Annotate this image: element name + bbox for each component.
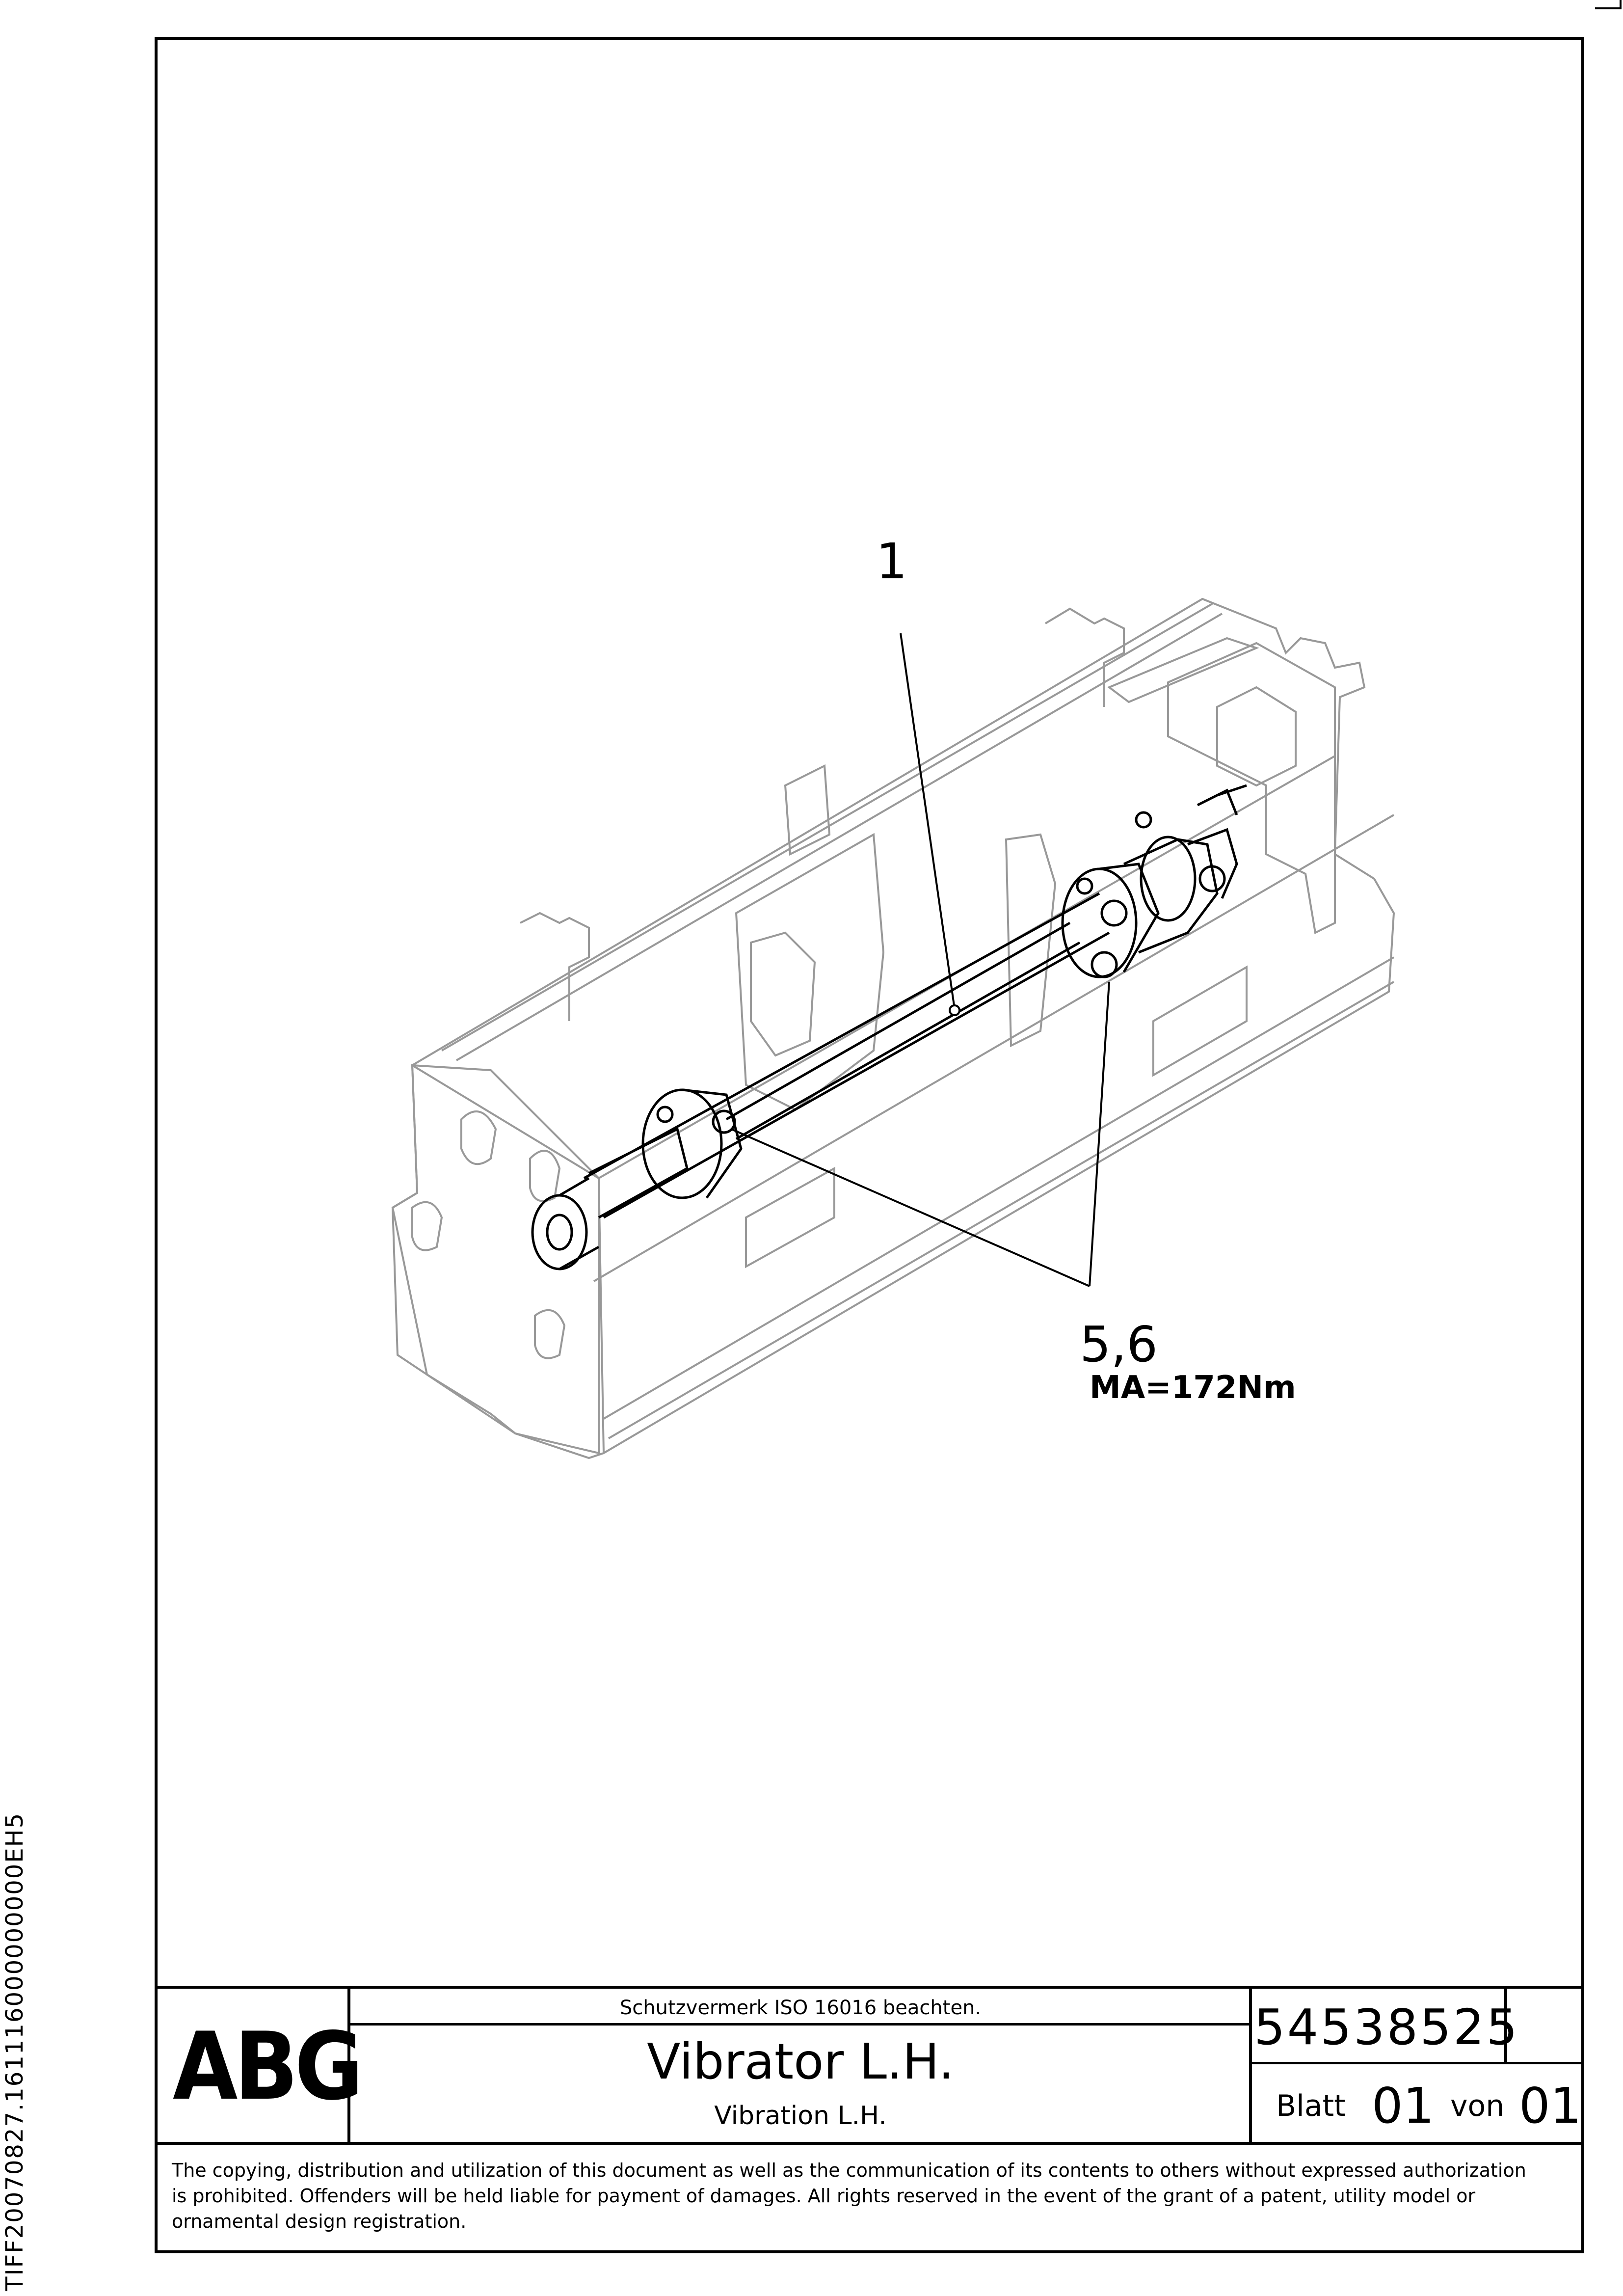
callout-part-5-6: 5,6: [1080, 1316, 1158, 1373]
torque-spec: MA=172Nm: [1090, 1370, 1296, 1406]
copyright-line-1: The copying, distribution and utilizatio…: [172, 2160, 1526, 2181]
leader-lines: [731, 633, 1110, 1287]
copyright-line-2: is prohibited. Offenders will be held li…: [172, 2185, 1476, 2207]
frame-housing: [391, 597, 1395, 1459]
corner-mark: [1595, 0, 1622, 9]
title-block: [155, 1986, 1584, 2253]
abg-logo: ABG: [173, 2012, 364, 2121]
copyright-line-3: ornamental design registration.: [172, 2211, 467, 2232]
callout-part-1: 1: [876, 533, 907, 590]
of-label: von: [1450, 2089, 1505, 2123]
vibrator-shaft: [531, 784, 1247, 1270]
title-english: Vibration L.H.: [714, 2101, 887, 2131]
title-german: Vibrator L.H.: [647, 2033, 954, 2090]
protection-note: Schutzvermerk ISO 16016 beachten.: [619, 1997, 982, 2019]
sheet-label: Blatt: [1276, 2089, 1346, 2123]
drawing-frame: [155, 37, 1584, 2253]
sheet-total: 01: [1519, 2077, 1582, 2134]
document-number: 54538525: [1254, 1999, 1519, 2056]
sheet-number: 01: [1372, 2077, 1435, 2134]
copyright-notice: The copying, distribution and utilizatio…: [172, 2158, 1570, 2234]
